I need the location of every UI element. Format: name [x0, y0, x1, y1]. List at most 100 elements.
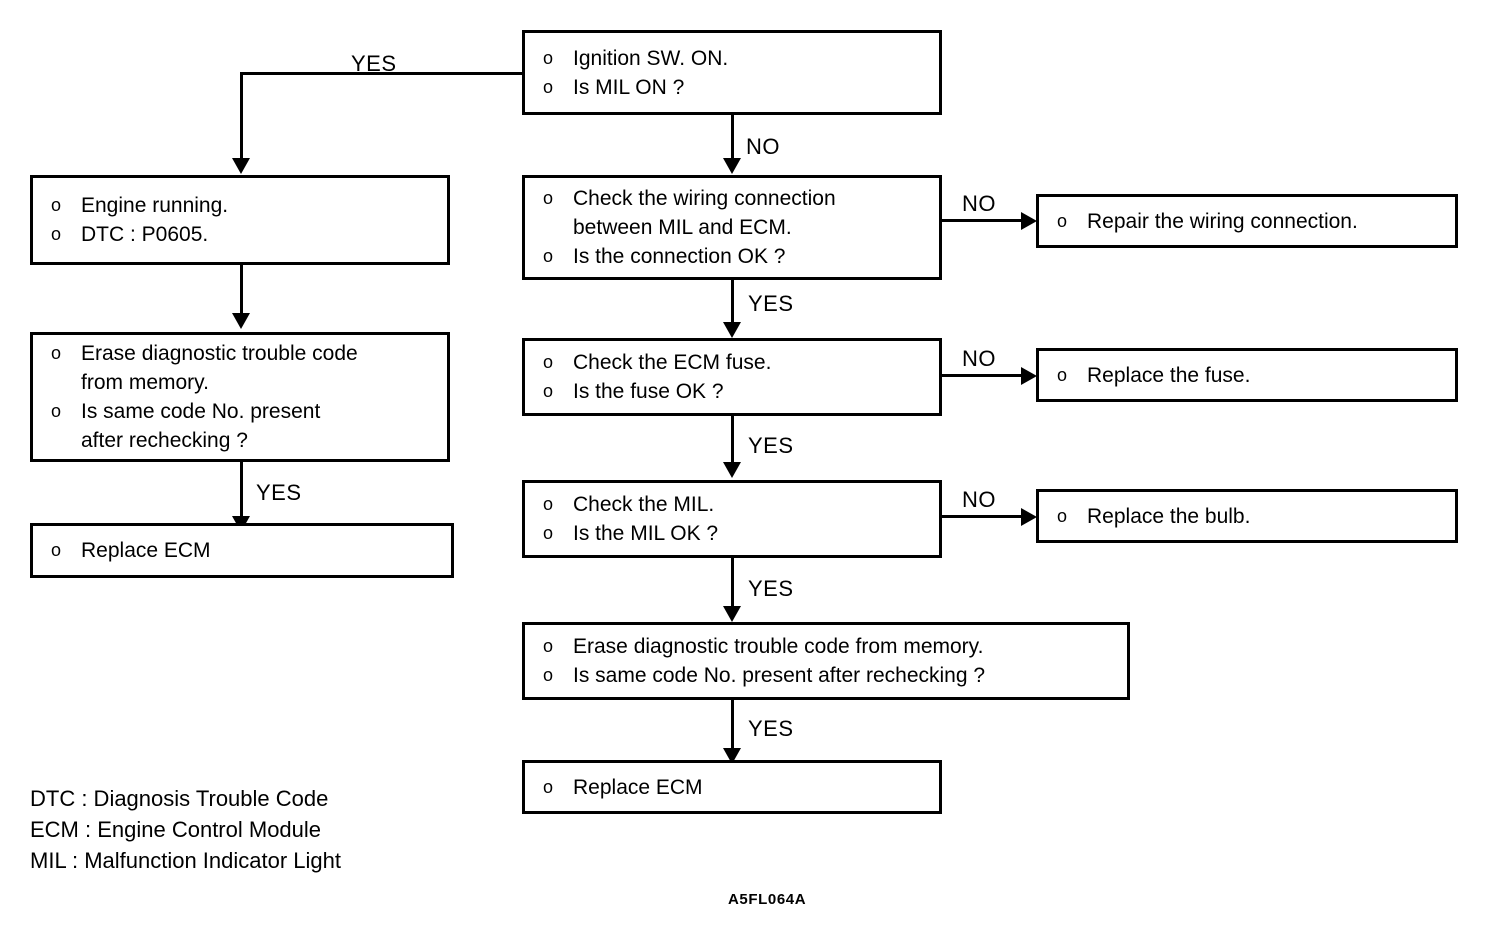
- arrowhead-to-engine-running: [232, 158, 250, 174]
- edge-label-mil-no: NO: [962, 487, 996, 512]
- node-text: Is the fuse OK ?: [573, 380, 724, 403]
- bullet-row: o Replace ECM: [51, 536, 451, 565]
- bullet-glyph: o: [543, 246, 554, 266]
- node-erase-code-center: o Erase diagnostic trouble code from mem…: [522, 622, 1130, 700]
- node-text: Is same code No. present after recheckin…: [573, 664, 986, 687]
- node-text: Is the connection OK ?: [573, 245, 786, 268]
- bullet-glyph: o: [51, 343, 62, 363]
- arrowhead-to-replace-fuse: [1021, 367, 1037, 385]
- node-replace-fuse: o Replace the fuse.: [1036, 348, 1458, 402]
- edge-fuse-no-horizontal: [942, 374, 1026, 377]
- bullet-row: o Is the connection OK ?: [543, 242, 939, 271]
- edge-ignition-yes-vertical: [240, 72, 243, 162]
- node-text: between MIL and ECM.: [573, 216, 792, 239]
- legend-line-mil: MIL : Malfunction Indicator Light: [30, 848, 342, 873]
- bullet-row: o Replace the bulb.: [1057, 502, 1455, 531]
- bullet-row: o Is the fuse OK ?: [543, 377, 939, 406]
- bullet-glyph: o: [543, 665, 554, 685]
- bullet-row: o DTC : P0605.: [51, 220, 447, 249]
- edge-mil-no-horizontal: [942, 515, 1026, 518]
- edge-wiring-yes-vertical: [731, 280, 734, 327]
- bullet-row: o Erase diagnostic trouble code: [51, 339, 447, 368]
- edge-fuse-yes-vertical: [731, 416, 734, 463]
- legend-line-dtc: DTC : Diagnosis Trouble Code: [30, 786, 329, 811]
- node-text: Replace ECM: [573, 775, 703, 799]
- node-check-mil: o Check the MIL. o Is the MIL OK ?: [522, 480, 942, 558]
- bullet-glyph: o: [543, 636, 554, 656]
- node-text: Engine running.: [81, 194, 229, 217]
- node-engine-running: o Engine running. o DTC : P0605.: [30, 175, 450, 265]
- node-text: Ignition SW. ON.: [573, 46, 729, 70]
- bullet-glyph: o: [543, 494, 554, 514]
- bullet-row: o Replace ECM: [543, 773, 939, 802]
- bullet-glyph: o: [543, 352, 554, 372]
- node-check-ecm-fuse: o Check the ECM fuse. o Is the fuse OK ?: [522, 338, 942, 416]
- edge-label-wiring-yes: YES: [748, 291, 794, 316]
- edge-label-mil-yes: YES: [748, 576, 794, 601]
- node-text: Repair the wiring connection.: [1087, 209, 1358, 233]
- node-text: Replace ECM: [81, 539, 211, 562]
- node-replace-ecm-center: o Replace ECM: [522, 760, 942, 814]
- bullet-glyph: o: [543, 188, 554, 208]
- bullet-glyph: o: [543, 776, 554, 797]
- edge-ignition-no-vertical: [731, 115, 734, 162]
- bullet-glyph: o: [51, 195, 62, 215]
- arrowhead-to-check-fuse: [723, 322, 741, 338]
- bullet-row: o Is same code No. present after recheck…: [543, 661, 1127, 690]
- bullet-glyph: o: [543, 76, 554, 97]
- node-text: after rechecking ?: [81, 429, 248, 452]
- node-check-wiring: o Check the wiring connection between MI…: [522, 175, 942, 280]
- bullet-glyph: o: [543, 47, 554, 68]
- bullet-glyph: o: [51, 401, 62, 421]
- figure-caption: A5FL064A: [728, 891, 807, 908]
- bullet-row: o Is the MIL OK ?: [543, 519, 939, 548]
- bullet-row: o Check the MIL.: [543, 490, 939, 519]
- node-text: Is MIL ON ?: [573, 75, 685, 99]
- bullet-row: o Check the ECM fuse.: [543, 348, 939, 377]
- edge-erase-left-yes: [240, 462, 243, 520]
- arrowhead-to-repair-wiring: [1021, 212, 1037, 230]
- edge-label-erase-left-yes: YES: [256, 480, 302, 505]
- edge-ignition-yes-horizontal: [240, 72, 524, 75]
- node-text: Is the MIL OK ?: [573, 522, 719, 545]
- bullet-row: o Engine running.: [51, 191, 447, 220]
- bullet-glyph: o: [1057, 505, 1068, 526]
- bullet-row: o Ignition SW. ON.: [543, 44, 939, 73]
- bullet-glyph: o: [51, 224, 62, 244]
- edge-label-ignition-yes: YES: [351, 51, 397, 76]
- bullet-glyph: o: [51, 540, 62, 560]
- bullet-row: o Repair the wiring connection.: [1057, 207, 1455, 236]
- legend-line-ecm: ECM : Engine Control Module: [30, 817, 322, 842]
- node-text: Is same code No. present: [81, 400, 321, 423]
- edge-wiring-no-horizontal: [942, 219, 1026, 222]
- bullet-row: o Is MIL ON ?: [543, 73, 939, 102]
- edge-engine-to-erase-left: [240, 265, 243, 315]
- node-text: Erase diagnostic trouble code: [81, 342, 358, 365]
- node-erase-code-left: o Erase diagnostic trouble code from mem…: [30, 332, 450, 462]
- edge-label-fuse-no: NO: [962, 346, 996, 371]
- node-text: Check the wiring connection: [573, 187, 836, 210]
- node-text: Check the MIL.: [573, 493, 715, 516]
- bullet-glyph: o: [1057, 210, 1068, 231]
- node-text: Replace the bulb.: [1087, 504, 1251, 528]
- edge-label-fuse-yes: YES: [748, 433, 794, 458]
- bullet-row: o Erase diagnostic trouble code from mem…: [543, 632, 1127, 661]
- bullet-glyph: o: [543, 381, 554, 401]
- node-repair-wiring: o Repair the wiring connection.: [1036, 194, 1458, 248]
- node-ignition-sw: o Ignition SW. ON. o Is MIL ON ?: [522, 30, 942, 115]
- node-replace-ecm-left: o Replace ECM: [30, 523, 454, 578]
- node-text: Erase diagnostic trouble code from memor…: [573, 635, 984, 658]
- node-text: Check the ECM fuse.: [573, 351, 772, 374]
- bullet-glyph: o: [1057, 364, 1068, 385]
- bullet-row: o Replace the fuse.: [1057, 361, 1455, 390]
- bullet-glyph: o: [543, 523, 554, 543]
- bullet-row: o Check the wiring connection: [543, 184, 939, 213]
- edge-label-wiring-no: NO: [962, 191, 996, 216]
- node-replace-bulb: o Replace the bulb.: [1036, 489, 1458, 543]
- node-text: DTC : P0605.: [81, 223, 209, 246]
- edge-mil-yes-vertical: [731, 558, 734, 610]
- bullet-row: o Is same code No. present: [51, 397, 447, 426]
- edge-erase-center-yes: [731, 700, 734, 752]
- arrowhead-to-erase-center: [723, 606, 741, 622]
